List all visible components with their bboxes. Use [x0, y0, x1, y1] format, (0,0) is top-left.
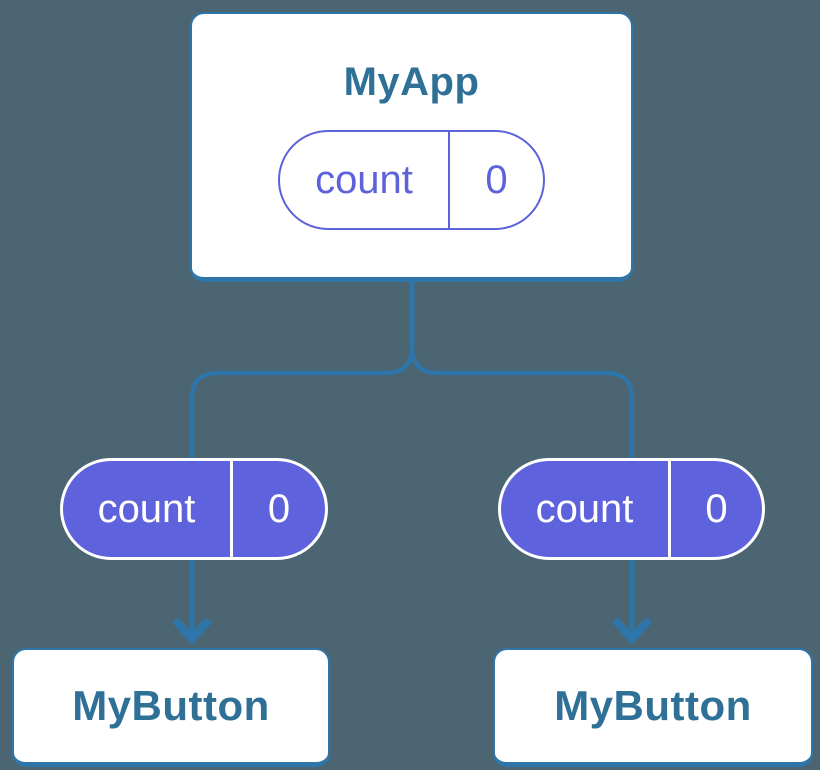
arrow-right-head	[612, 617, 652, 645]
state-value-label: 0	[705, 486, 728, 531]
state-name-label: count	[280, 132, 450, 228]
child-left-state-pill: count 0	[60, 458, 328, 560]
fork-branch-right	[409, 346, 635, 461]
state-value-label: 0	[485, 157, 508, 202]
arrow-left-head	[172, 617, 212, 645]
parent-component-title: MyApp	[343, 60, 480, 104]
parent-state-pill: count 0	[278, 130, 545, 230]
child-left-component-node: MyButton	[12, 648, 330, 767]
child-component-title: MyButton	[554, 682, 752, 729]
state-value-label: 0	[267, 486, 291, 531]
state-name-label: count	[501, 461, 671, 557]
state-name-label: count	[63, 461, 233, 557]
child-right-state-pill: count 0	[498, 458, 765, 560]
fork-branch-left	[189, 346, 415, 461]
child-right-component-node: MyButton	[493, 648, 813, 767]
parent-component-node: MyApp count 0	[190, 12, 633, 282]
child-component-title: MyButton	[72, 682, 270, 729]
